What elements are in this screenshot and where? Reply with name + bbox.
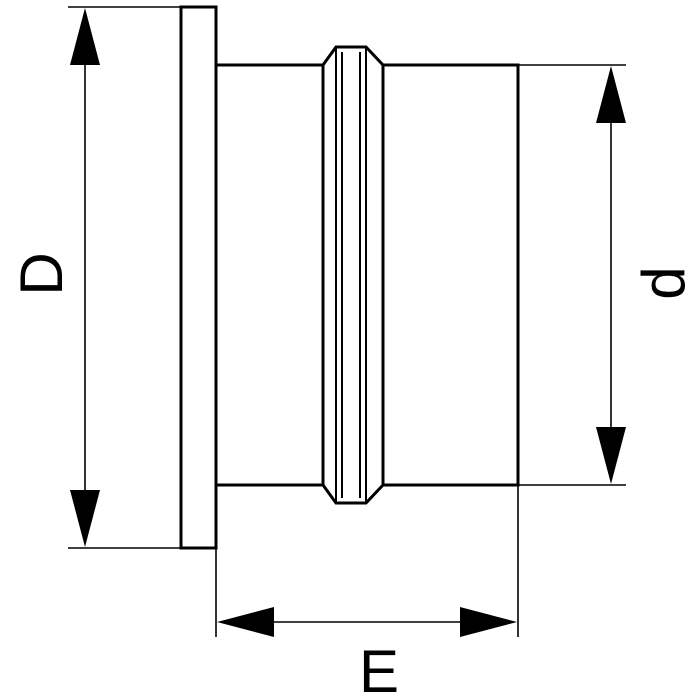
arrowhead-up <box>596 66 626 123</box>
arrowhead-left <box>217 607 274 637</box>
dimension-inner-diameter: d <box>518 64 697 486</box>
arrowhead-up <box>70 8 100 65</box>
arrowhead-right <box>460 607 517 637</box>
dimension-outer-diameter: D <box>8 6 181 549</box>
bead-groove <box>321 45 385 505</box>
dimension-length: E <box>215 485 519 700</box>
arrowhead-down <box>70 490 100 547</box>
fitting-body <box>179 5 520 550</box>
flange-plate <box>179 5 218 550</box>
label-length: E <box>359 638 399 700</box>
arrowhead-down <box>596 427 626 484</box>
label-outer-diameter: D <box>8 252 75 295</box>
label-inner-diameter: d <box>630 266 697 299</box>
